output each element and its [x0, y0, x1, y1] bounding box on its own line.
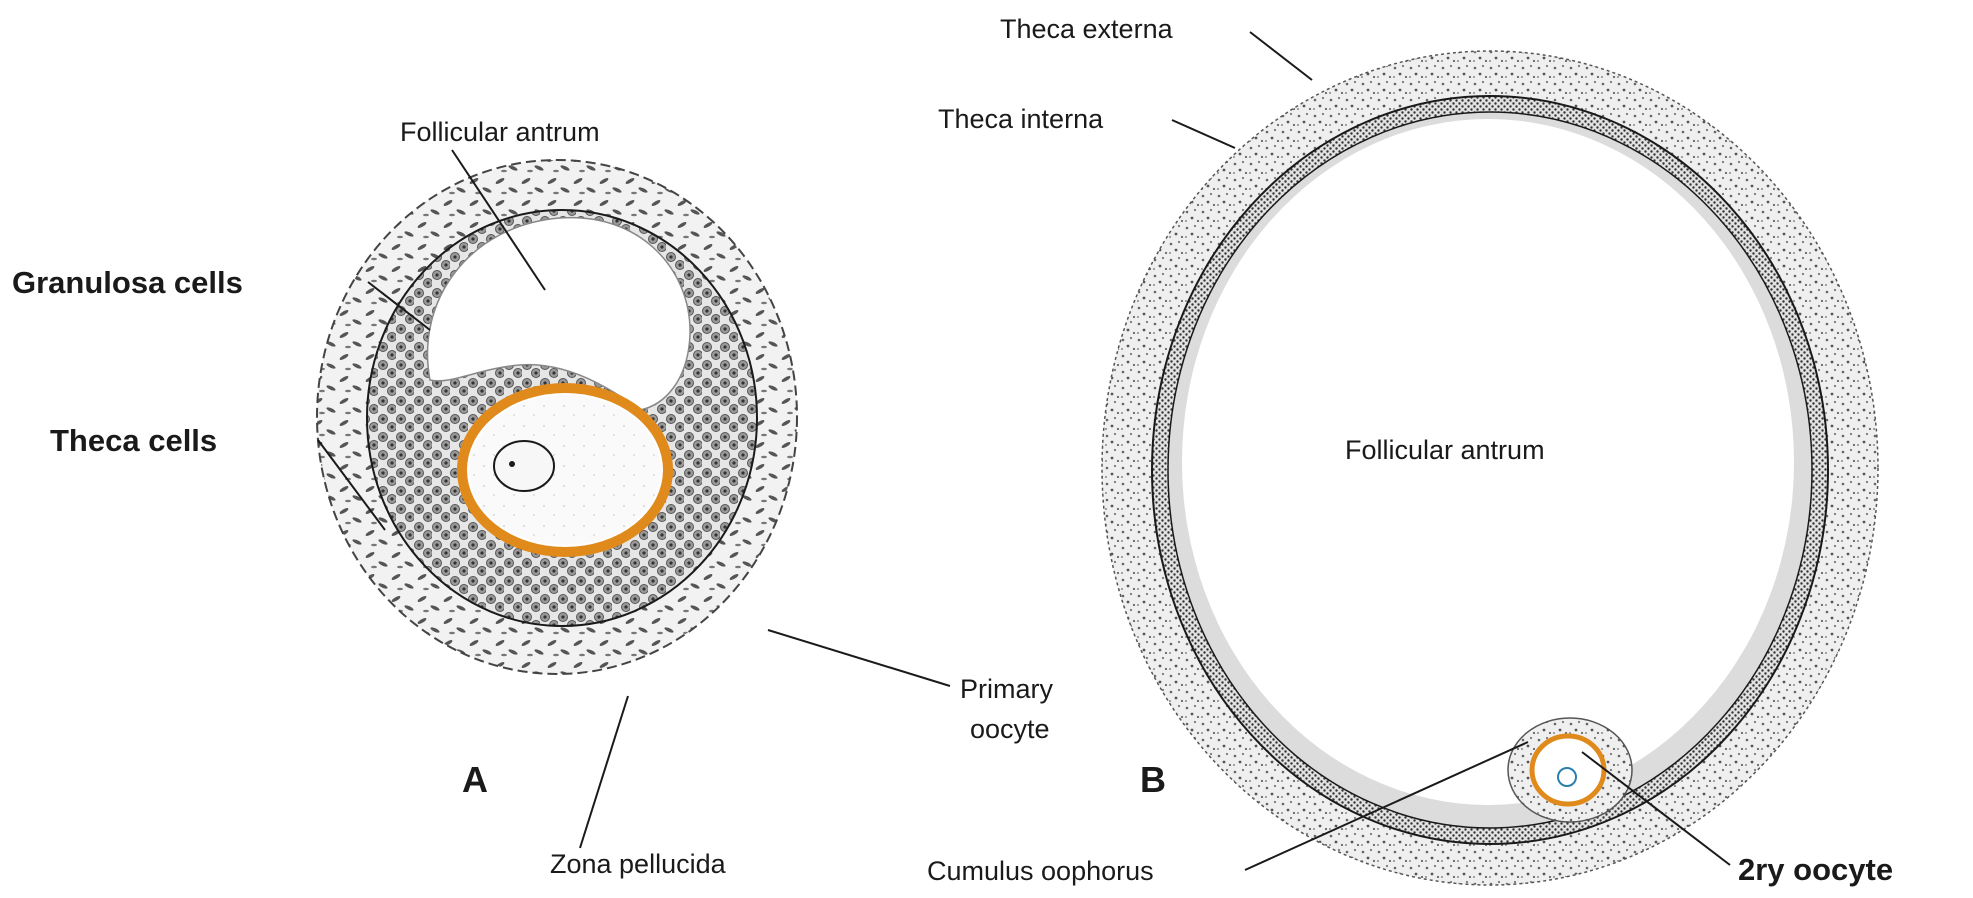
leader-primary-oocyte: [768, 630, 950, 686]
nucleolus-a: [509, 461, 515, 467]
panel-letter-a: A: [462, 759, 488, 800]
label-primary-oocyte-line1: Primary: [960, 674, 1053, 704]
oocyte-nucleus-b: [1558, 768, 1576, 786]
label-theca-externa: Theca externa: [1000, 14, 1174, 44]
panel-a: Follicular antrum Granulosa cells Theca …: [12, 117, 1053, 879]
panel-b: Theca externa Theca interna Follicular a…: [927, 14, 1893, 887]
label-theca-interna: Theca interna: [938, 104, 1104, 134]
label-theca-cells: Theca cells: [50, 423, 217, 458]
label-cumulus-oophorus: Cumulus oophorus: [927, 856, 1154, 886]
label-follicular-antrum-b: Follicular antrum: [1345, 435, 1545, 465]
label-follicular-antrum-a: Follicular antrum: [400, 117, 600, 147]
label-zona-pellucida-a: Zona pellucida: [550, 849, 727, 879]
label-granulosa-cells: Granulosa cells: [12, 265, 243, 300]
panel-letter-b: B: [1140, 759, 1166, 800]
leader-theca-externa: [1250, 32, 1312, 80]
label-primary-oocyte-line2: oocyte: [970, 714, 1050, 744]
leader-theca-interna: [1172, 120, 1235, 148]
oocyte-nucleus-a: [494, 441, 554, 491]
leader-zona-pellucida-a: [580, 696, 628, 848]
label-secondary-oocyte: 2ry oocyte: [1738, 852, 1893, 887]
